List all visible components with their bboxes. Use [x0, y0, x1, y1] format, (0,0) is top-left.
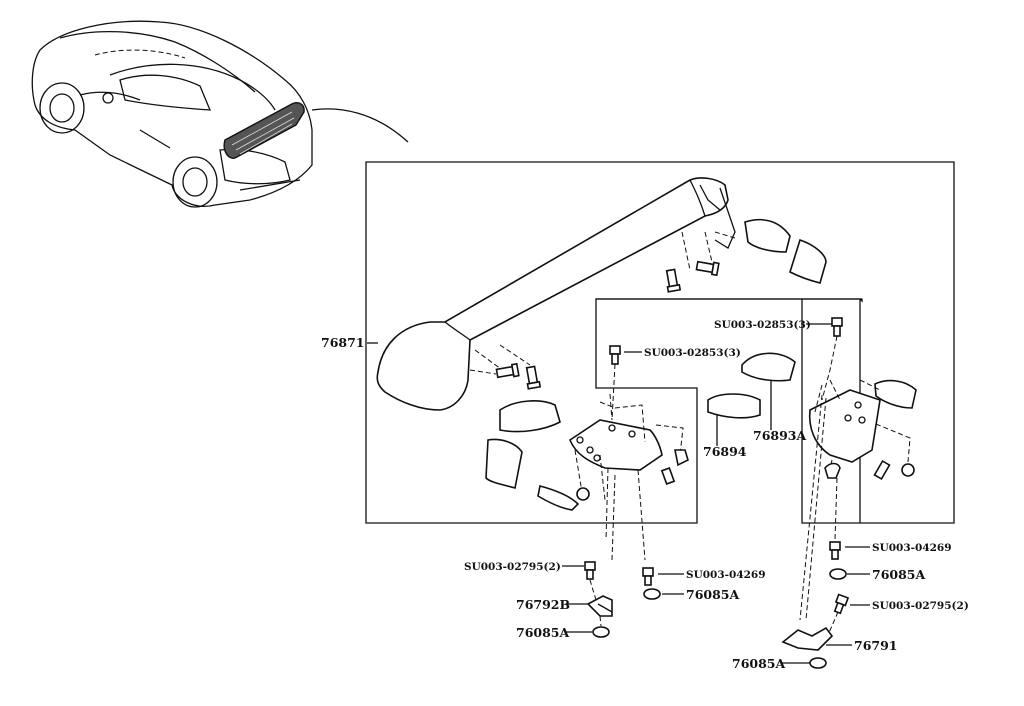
label-su003-02795-right: SU003-02795(2): [872, 600, 969, 612]
left-mount-bracket: [569, 393, 689, 501]
label-su003-02853-right: SU003-02853(3): [714, 319, 811, 331]
label-76871: 76871: [321, 335, 365, 350]
label-su003-04269-left: SU003-04269: [686, 569, 766, 581]
label-76893a: 76893A: [753, 428, 806, 443]
upper-bolts: [609, 317, 843, 421]
right-mount-bracket: [808, 379, 917, 481]
label-76894: 76894: [703, 444, 747, 459]
label-su003-04269-right: SU003-04269: [872, 542, 952, 554]
left-pads: [485, 400, 580, 511]
label-76792b: 76792B: [516, 597, 570, 612]
part-labels: 76871 SU003-02853(3) SU003-02853(3) 7689…: [321, 319, 969, 671]
assembly-frame: [365, 161, 955, 524]
label-su003-02853-left: SU003-02853(3): [644, 347, 741, 359]
label-76791: 76791: [854, 638, 898, 653]
spoiler-bolts: [469, 231, 736, 390]
leader-lines: [367, 323, 870, 664]
label-su003-02795-left: SU003-02795(2): [464, 561, 561, 573]
spoiler-wing: [376, 177, 736, 411]
upper-right-pads: [744, 218, 827, 284]
lower-left-hardware: [584, 467, 661, 638]
right-labeled-pads: [707, 352, 796, 446]
car-illustration: [31, 20, 409, 208]
label-76085a-right-lower: 76085A: [732, 656, 785, 671]
label-76085a-left-upper: 76085A: [686, 587, 739, 602]
label-76085a-left-lower: 76085A: [516, 625, 569, 640]
label-76085a-right-upper: 76085A: [872, 567, 925, 582]
